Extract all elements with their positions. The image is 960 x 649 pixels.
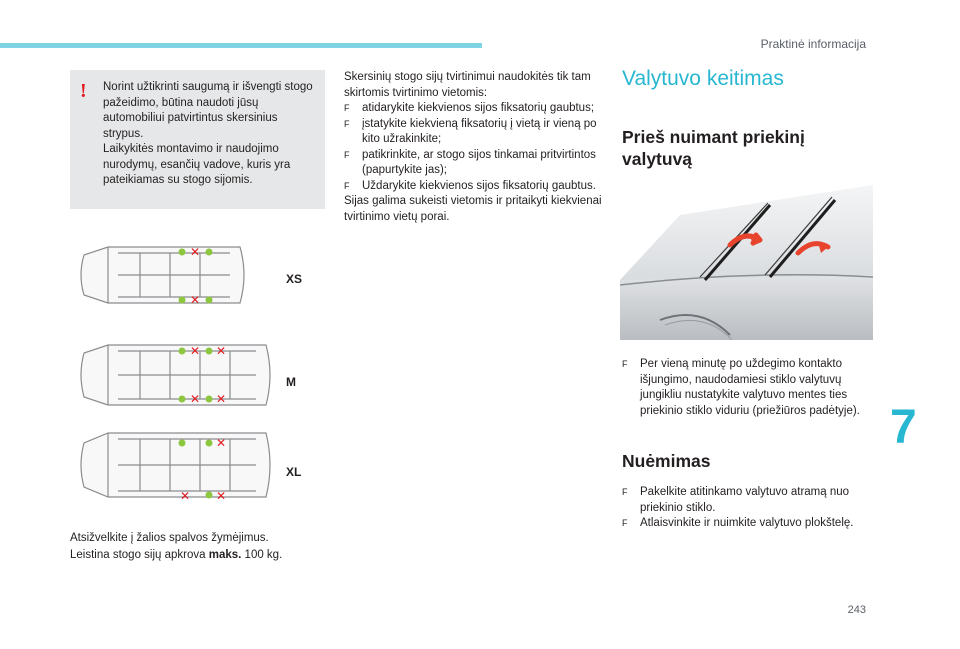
removal-heading: Nuėmimas xyxy=(622,451,711,471)
note-prefix: Leistina stogo sijų apkrova xyxy=(70,549,206,561)
svg-text:✕: ✕ xyxy=(216,436,226,450)
note-suffix: 100 kg. xyxy=(244,549,283,561)
svg-text:✕: ✕ xyxy=(190,293,200,307)
svg-text:✕: ✕ xyxy=(190,245,200,259)
section-title: Praktinė informacija xyxy=(760,37,866,51)
van-top-view-illustration: ✕ ✕ ✕ ✕ ✕ ✕ ✕ ✕ ✕ xyxy=(80,245,271,503)
mount-markers-xl: ✕ ✕ ✕ xyxy=(178,436,226,503)
instructions-intro: Skersinių stogo sijų tvirtinimui naudoki… xyxy=(344,71,591,99)
header-accent-bar xyxy=(0,43,482,48)
mount-markers-xs: ✕ ✕ xyxy=(178,245,213,307)
load-note: Atsižvelkite į žalios spalvos žymėjimus.… xyxy=(70,530,330,564)
note-line: Leistina stogo sijų apkrova maks. 100 kg… xyxy=(70,547,330,564)
svg-text:✕: ✕ xyxy=(216,344,226,358)
page-number: 243 xyxy=(847,604,866,616)
roof-bar-diagram: ✕ ✕ ✕ ✕ ✕ ✕ ✕ ✕ ✕ XS M XL xyxy=(70,225,325,515)
note-bold: maks. xyxy=(208,549,242,561)
wiper-photo xyxy=(620,185,873,340)
bullet-icon: F xyxy=(344,103,350,113)
subsection-heading: Prieš nuimant priekinį valytuvą xyxy=(622,127,805,169)
svg-text:✕: ✕ xyxy=(180,489,190,503)
van-m xyxy=(80,344,271,406)
instructions-outro: Sijas galima sukeisti vietomis ir pritai… xyxy=(344,195,602,223)
windscreen-wiper-illustration xyxy=(620,185,873,340)
svg-text:✕: ✕ xyxy=(190,344,200,358)
bullet-icon: F xyxy=(344,118,350,129)
bullet-icon: F xyxy=(622,359,628,369)
van-xl xyxy=(80,432,271,498)
size-label-m: M xyxy=(286,375,296,389)
warning-text: Norint užtikrinti saugumą ir išvengti st… xyxy=(103,80,315,189)
mounting-instructions: Skersinių stogo sijų tvirtinimui naudoki… xyxy=(344,70,602,225)
size-label-xs: XS xyxy=(286,272,303,286)
bullet-icon: F xyxy=(344,180,350,191)
svg-text:✕: ✕ xyxy=(216,489,226,503)
mount-markers-m: ✕ ✕ ✕ ✕ xyxy=(178,344,226,406)
bullet-icon: F xyxy=(344,149,350,160)
note-line: Atsižvelkite į žalios spalvos žymėjimus. xyxy=(70,532,269,544)
van-xs xyxy=(80,246,245,304)
warning-icon: ! xyxy=(80,80,87,102)
size-label-xl: XL xyxy=(286,465,302,479)
bullet-icon: F xyxy=(622,518,628,528)
bullet-icon: F xyxy=(622,487,628,497)
section-heading: Valytuvo keitimas xyxy=(622,67,784,90)
chapter-number: 7 xyxy=(890,401,917,454)
warning-paragraph: Norint užtikrinti saugumą ir išvengti st… xyxy=(103,81,313,140)
svg-text:✕: ✕ xyxy=(190,392,200,406)
svg-text:✕: ✕ xyxy=(216,392,226,406)
warning-paragraph: Laikykitės montavimo ir naudojimo nurody… xyxy=(103,143,291,186)
warning-box: ! Norint užtikrinti saugumą ir išvengti … xyxy=(70,70,325,209)
